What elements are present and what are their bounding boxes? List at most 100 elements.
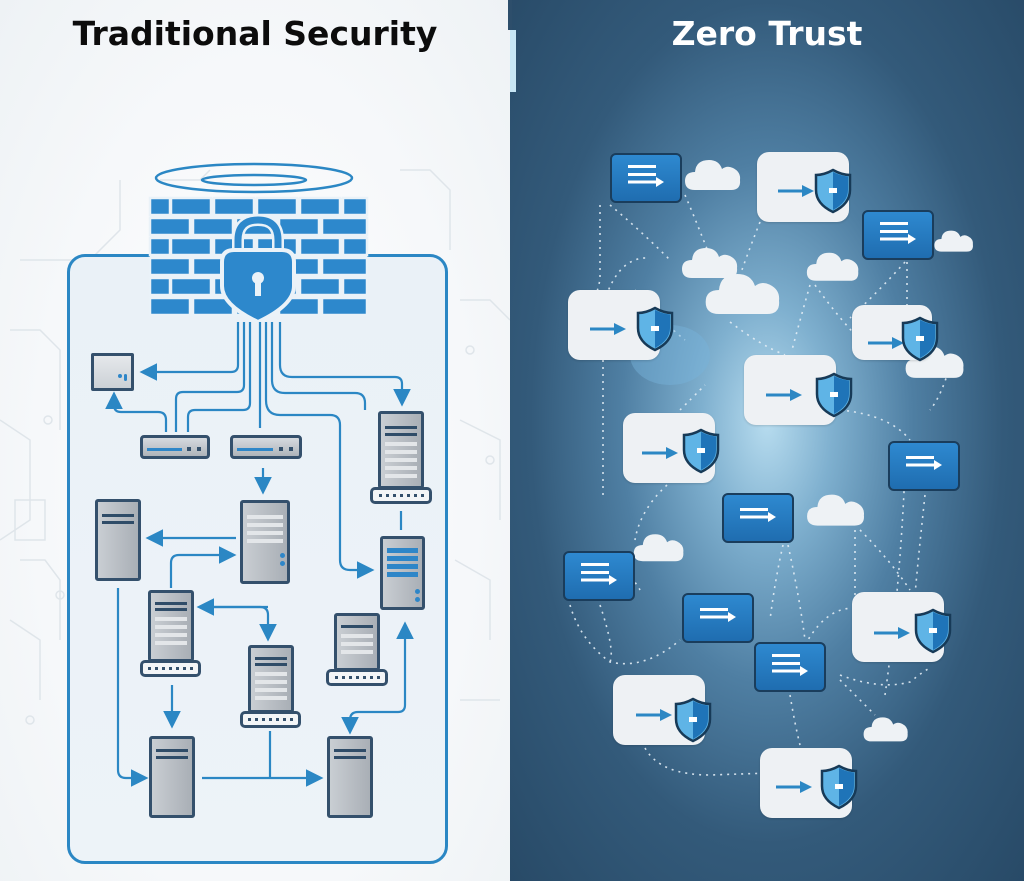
shield-icon — [636, 306, 674, 352]
cloud-icon — [703, 262, 783, 318]
shield-icon — [815, 372, 853, 418]
cloud-icon — [805, 244, 861, 284]
arrow-right-icon — [766, 386, 802, 401]
request-list-icon — [904, 451, 944, 481]
dotted-link — [884, 469, 906, 696]
arrow-right-icon — [590, 320, 626, 335]
padlock-icon — [220, 213, 296, 325]
server-tower-icon — [95, 499, 141, 581]
connection-line — [116, 588, 149, 787]
device-led — [118, 374, 122, 378]
cloud-icon — [805, 485, 867, 529]
access-request-card — [888, 441, 960, 491]
switch-port — [289, 447, 293, 451]
request-list-icon — [698, 603, 738, 633]
cloud-icon — [680, 238, 740, 282]
access-request-card — [754, 642, 826, 692]
circuit-background — [0, 169, 510, 725]
server-rack-base — [140, 660, 201, 677]
network-connections — [105, 322, 414, 787]
shield-icon — [814, 168, 852, 214]
traditional-security-title: Traditional Security — [72, 14, 438, 53]
firewall-group — [148, 162, 369, 325]
request-list-icon — [770, 652, 810, 682]
panel-divider — [508, 0, 512, 30]
server-tower-icon — [248, 645, 294, 713]
connection-line — [264, 322, 375, 579]
connection-line — [174, 322, 246, 432]
dotted-link — [839, 409, 911, 441]
connection-line — [186, 322, 252, 432]
connection-line — [105, 391, 168, 432]
server-tower-icon — [149, 736, 195, 818]
shield-icon — [901, 316, 939, 362]
zero-trust-title: Zero Trust — [671, 14, 863, 53]
switch-port — [197, 447, 201, 451]
arrow-right-icon — [874, 624, 910, 639]
request-list-icon — [579, 561, 619, 591]
divider-accent — [510, 30, 516, 92]
request-list-icon — [626, 163, 666, 193]
access-request-card — [610, 153, 682, 203]
dotted-link — [859, 529, 911, 591]
dotted-link — [914, 494, 926, 596]
access-request-card — [682, 593, 754, 643]
dotted-link — [769, 544, 784, 621]
connection-line — [270, 322, 367, 410]
arrow-right-icon — [776, 778, 812, 793]
server-tower-icon — [334, 613, 380, 671]
access-request-card — [862, 210, 934, 260]
shield-icon — [820, 764, 858, 810]
switch-status-bar — [237, 448, 274, 451]
switch-port — [279, 447, 283, 451]
dotted-link — [839, 667, 931, 686]
server-tower-icon — [148, 590, 194, 662]
cloud-icon — [632, 526, 686, 564]
access-request-card — [563, 551, 635, 601]
network-switch-icon — [140, 435, 210, 459]
request-list-icon — [878, 220, 918, 250]
connection-line — [139, 322, 240, 381]
dotted-link — [729, 321, 786, 356]
switch-port — [187, 447, 191, 451]
endpoint-device — [91, 353, 134, 391]
dotted-link — [734, 221, 761, 291]
dotted-link — [609, 204, 671, 261]
server-tower-icon — [327, 736, 373, 818]
arrow-right-icon — [868, 334, 904, 349]
dotted-link — [804, 607, 866, 646]
device-led — [124, 374, 127, 381]
connection-line — [341, 632, 407, 735]
dotted-link — [684, 194, 716, 271]
shield-icon — [914, 608, 952, 654]
dotted-link — [599, 604, 613, 663]
dotted-link — [791, 284, 811, 351]
dotted-link — [789, 694, 801, 746]
traditional-security-panel: Traditional Security — [0, 0, 510, 881]
cloud-icon — [933, 224, 975, 254]
zero-trust-panel: Zero Trust — [510, 0, 1024, 881]
dotted-link — [569, 604, 681, 665]
dotted-link — [644, 747, 771, 776]
server-tower-icon — [380, 536, 425, 610]
switch-status-bar — [147, 448, 183, 451]
server-rack-base — [370, 487, 432, 504]
connection-line — [169, 546, 237, 588]
halo-outer-ring — [154, 162, 354, 194]
server-rack-base — [240, 711, 301, 728]
cloud-icon — [862, 710, 910, 744]
arrow-right-icon — [642, 444, 678, 459]
arrow-right-icon — [778, 182, 814, 197]
dotted-link — [787, 544, 806, 641]
server-tower-icon — [378, 411, 424, 489]
server-tower-icon — [240, 500, 290, 584]
halo-inner-ring — [200, 173, 308, 187]
shield-icon — [682, 428, 720, 474]
network-switch-icon — [230, 435, 302, 459]
arrow-right-icon — [636, 706, 672, 721]
server-rack-base — [326, 669, 388, 686]
access-request-card — [722, 493, 794, 543]
connection-line — [278, 322, 411, 407]
cloud-icon — [683, 152, 743, 192]
connection-line — [203, 605, 277, 642]
